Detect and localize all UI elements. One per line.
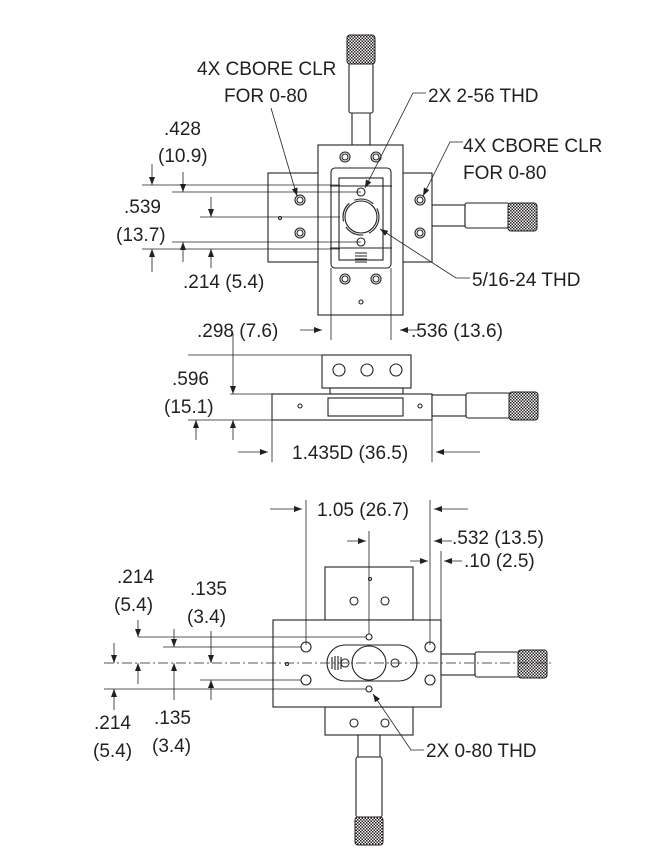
dim-10: .10 (2.5) — [464, 551, 535, 572]
top-dimension-lines — [142, 92, 470, 340]
dim-532: .532 (13.5) — [452, 528, 544, 549]
dim-214-bot: .214 — [94, 713, 131, 734]
dim-135-top-mm: (3.4) — [187, 607, 226, 628]
callout-cbore-left-1: 4X CBORE CLR — [197, 59, 336, 80]
callout-2-56-thd: 2X 2-56 THD — [428, 86, 539, 107]
top-micrometer — [346, 34, 376, 146]
dim-596: .596 — [172, 369, 209, 390]
callout-cbore-right-2: FOR 0-80 — [463, 163, 546, 184]
dim-214-top: .214 — [117, 567, 154, 588]
side-dimension-lines — [188, 333, 480, 462]
upper-stage-body — [317, 144, 404, 316]
dim-214-bot-mm: (5.4) — [93, 741, 132, 762]
dim-536: .536 (13.6) — [411, 321, 503, 342]
callout-cbore-left-2: FOR 0-80 — [224, 86, 307, 107]
bottom-view: 1.05 (26.7) .532 (13.5) .10 (2.5) .214 (… — [93, 500, 552, 846]
bottom-lower-block — [324, 706, 414, 736]
dim-428: .428 — [164, 119, 201, 140]
dim-298: .298 (7.6) — [197, 321, 278, 342]
callout-cbore-right-1: 4X CBORE CLR — [463, 136, 602, 157]
dim-428-mm: (10.9) — [158, 146, 208, 167]
side-upper-block — [321, 354, 412, 389]
dim-214: .214 (5.4) — [183, 272, 264, 293]
bottom-main-plate — [272, 619, 442, 708]
side-view: .298 (7.6) .536 (13.6) .596 (15.1) 1.435… — [164, 321, 539, 464]
dim-135-bot-mm: (3.4) — [152, 736, 191, 757]
callout-5-16-24-thd: 5/16-24 THD — [472, 270, 580, 291]
dim-105: 1.05 (26.7) — [317, 500, 409, 521]
knurl-knob-icon — [346, 34, 376, 65]
dim-539: .539 — [124, 197, 161, 218]
callout-0-80-thd: 2X 0-80 THD — [426, 741, 537, 762]
dim-135-top: .135 — [190, 579, 227, 600]
dim-135-bot: .135 — [154, 708, 191, 729]
dim-1435: 1.435D (36.5) — [292, 443, 408, 464]
cbore-holes — [277, 151, 426, 305]
bottom-dimension-lines — [104, 500, 468, 751]
center-aperture — [344, 200, 378, 234]
right-micrometer — [430, 202, 538, 232]
dim-596-mm: (15.1) — [164, 397, 214, 418]
dim-539-mm: (13.7) — [116, 225, 166, 246]
top-view: 4X CBORE CLR FOR 0-80 2X 2-56 THD 4X CBO… — [116, 34, 602, 340]
dim-214-top-mm: (5.4) — [114, 595, 153, 616]
